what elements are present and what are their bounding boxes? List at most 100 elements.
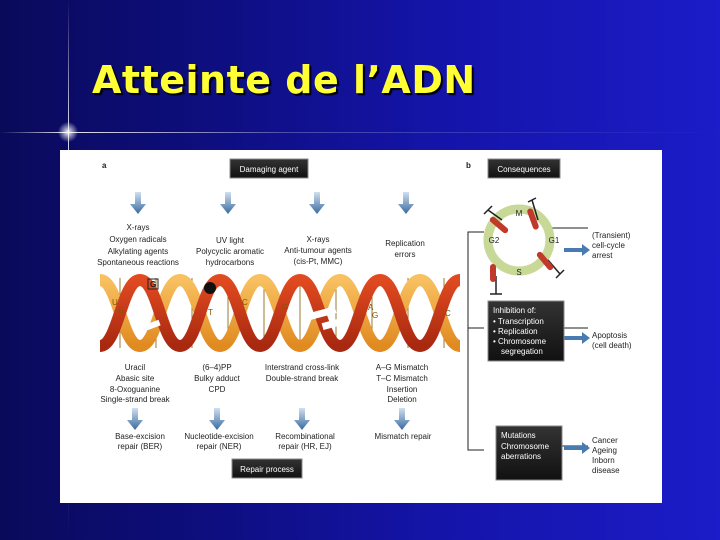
- repair-group-3: Recombinational repair (HR, EJ): [275, 432, 335, 451]
- double-strand-break-1: [305, 306, 337, 321]
- agent-arrows: [130, 192, 414, 214]
- cell-cycle-s: S: [516, 268, 521, 277]
- decorative-horizontal-line: [0, 132, 720, 133]
- svg-text:CPD: CPD: [209, 385, 226, 394]
- decorative-glint: [56, 120, 80, 144]
- svg-text:UV light: UV light: [216, 236, 245, 245]
- svg-text:disease: disease: [592, 466, 620, 475]
- svg-text:Single-strand break: Single-strand break: [100, 395, 170, 404]
- consequences-box: Consequences: [487, 158, 561, 179]
- repair-group-2: Nucleotide-excision repair (NER): [184, 432, 253, 451]
- helix-letter-t: T: [208, 308, 213, 317]
- agent-group-2: UV light Polycyclic aromatic hydrocarbon…: [196, 236, 264, 267]
- svg-text:(Transient): (Transient): [592, 231, 631, 240]
- outcomes-text: Cancer Ageing Inborn disease: [592, 436, 620, 475]
- svg-text:X-rays: X-rays: [306, 235, 329, 244]
- svg-text:Insertion: Insertion: [387, 385, 418, 394]
- agent-group-4: Replication errors: [385, 239, 425, 259]
- panel-b-label: b: [466, 161, 471, 170]
- svg-text:Base-excision: Base-excision: [115, 432, 165, 441]
- helix-letter-c: C: [242, 298, 248, 307]
- double-strand-break-2: [321, 316, 347, 330]
- svg-text:Inborn: Inborn: [592, 456, 615, 465]
- svg-text:Oxygen radicals: Oxygen radicals: [109, 235, 166, 244]
- svg-text:• Chromosome: • Chromosome: [493, 337, 547, 346]
- repair-group-1: Base-excision repair (BER): [115, 432, 165, 451]
- helix-letter-boxed-g: G: [150, 280, 156, 289]
- agent-group-3: X-rays Anti-tumour agents (cis-Pt, MMC): [284, 235, 352, 266]
- apoptosis-text: Apoptosis (cell death): [592, 331, 632, 350]
- svg-text:Apoptosis: Apoptosis: [592, 331, 627, 340]
- dna-helix: U G G T C G A G C: [98, 273, 462, 353]
- svg-text:arrest: arrest: [592, 251, 613, 260]
- svg-text:(cell death): (cell death): [592, 341, 632, 350]
- lesion-group-4: A–G Mismatch T–C Mismatch Insertion Dele…: [376, 363, 428, 404]
- svg-text:A–G Mismatch: A–G Mismatch: [376, 363, 428, 372]
- agent-group-1: X-rays Oxygen radicals Alkylating agents…: [97, 223, 179, 267]
- svg-text:(cis-Pt, MMC): (cis-Pt, MMC): [294, 257, 343, 266]
- lesion-group-1: Uracil Abasic site 8-Oxoguanine Single-s…: [100, 363, 170, 404]
- svg-text:Cancer: Cancer: [592, 436, 618, 445]
- svg-text:Abasic site: Abasic site: [116, 374, 155, 383]
- svg-text:Alkylating agents: Alkylating agents: [108, 247, 168, 256]
- panel-a-label: a: [102, 161, 107, 170]
- single-strand-break: [145, 319, 161, 331]
- mutations-box: Mutations Chromosome aberrations: [495, 425, 563, 481]
- helix-strand-red: [98, 273, 462, 353]
- cell-cycle-diagram: M G1 S G2: [483, 197, 565, 295]
- svg-text:Inhibition of:: Inhibition of:: [493, 306, 536, 315]
- svg-text:cell-cycle: cell-cycle: [592, 241, 625, 250]
- svg-text:Anti-tumour agents: Anti-tumour agents: [284, 246, 352, 255]
- helix-letter-g2: G: [282, 303, 288, 312]
- transient-arrest-text: (Transient) cell-cycle arrest: [592, 231, 631, 260]
- svg-text:repair (BER): repair (BER): [118, 442, 163, 451]
- svg-text:• Transcription: • Transcription: [493, 317, 544, 326]
- svg-text:X-rays: X-rays: [126, 223, 149, 232]
- helix-letter-u: U: [112, 298, 118, 307]
- svg-text:errors: errors: [395, 250, 416, 259]
- svg-text:Recombinational: Recombinational: [275, 432, 335, 441]
- svg-text:Mutations: Mutations: [501, 431, 536, 440]
- helix-letter-g: G: [118, 306, 124, 315]
- svg-text:Nucleotide-excision: Nucleotide-excision: [184, 432, 253, 441]
- cell-cycle-m: M: [516, 209, 523, 218]
- slide-title: Atteinte de l’ADN: [92, 58, 476, 102]
- damaging-agent-label: Damaging agent: [240, 165, 299, 174]
- svg-text:Mismatch repair: Mismatch repair: [375, 432, 432, 441]
- repair-process-box: Repair process: [231, 458, 303, 479]
- svg-text:T–C Mismatch: T–C Mismatch: [376, 374, 428, 383]
- helix-letter-c2: C: [445, 309, 451, 318]
- svg-text:segregation: segregation: [501, 347, 543, 356]
- svg-text:Polycyclic aromatic: Polycyclic aromatic: [196, 247, 264, 256]
- svg-text:repair (NER): repair (NER): [197, 442, 242, 451]
- svg-text:aberrations: aberrations: [501, 452, 541, 461]
- figure-canvas: a b Damaging agent X-rays Oxygen radical…: [97, 158, 632, 481]
- lesion-group-2: (6–4)PP Bulky adduct CPD: [194, 363, 241, 394]
- svg-text:repair (HR, EJ): repair (HR, EJ): [278, 442, 332, 451]
- helix-letter-g3: G: [372, 311, 378, 320]
- oxoguanine-box: [147, 278, 159, 290]
- svg-text:Replication: Replication: [385, 239, 425, 248]
- consequences-label: Consequences: [497, 165, 550, 174]
- svg-text:Ageing: Ageing: [592, 446, 617, 455]
- consequence-arrows: [564, 244, 590, 454]
- svg-text:Spontaneous reactions: Spontaneous reactions: [97, 258, 179, 267]
- cell-cycle-g1: G1: [549, 236, 560, 245]
- dna-damage-figure: a b Damaging agent X-rays Oxygen radical…: [60, 150, 662, 503]
- svg-text:Interstrand cross-link: Interstrand cross-link: [265, 363, 340, 372]
- lesion-group-3: Interstrand cross-link Double-strand bre…: [265, 363, 340, 383]
- cell-cycle-g2: G2: [489, 236, 500, 245]
- svg-text:hydrocarbons: hydrocarbons: [206, 258, 254, 267]
- svg-text:Double-strand break: Double-strand break: [266, 374, 339, 383]
- inhibition-box: Inhibition of: • Transcription • Replica…: [487, 300, 565, 362]
- repair-arrows: [127, 408, 410, 430]
- repair-group-4: Mismatch repair: [375, 432, 432, 441]
- svg-text:8-Oxoguanine: 8-Oxoguanine: [110, 385, 161, 394]
- svg-text:Bulky adduct: Bulky adduct: [194, 374, 241, 383]
- helix-letter-a: A: [368, 303, 374, 312]
- svg-text:Deletion: Deletion: [387, 395, 416, 404]
- damaging-agent-box: Damaging agent: [229, 158, 309, 179]
- bulky-adduct-dot: [204, 282, 216, 294]
- svg-text:(6–4)PP: (6–4)PP: [202, 363, 231, 372]
- svg-text:• Replication: • Replication: [493, 327, 538, 336]
